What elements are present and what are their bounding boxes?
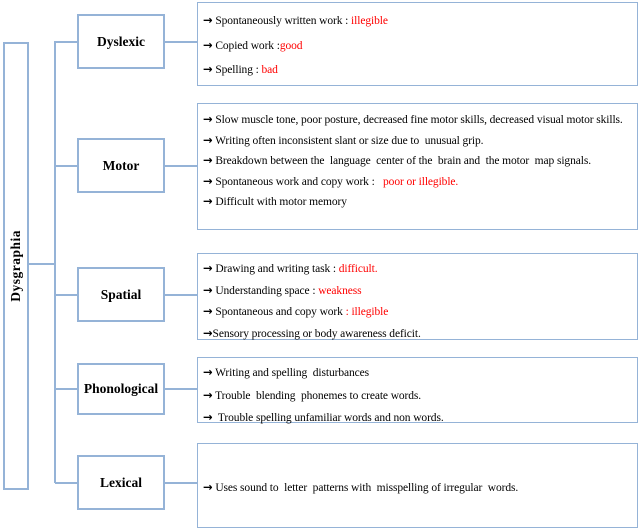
detail-text: Writing and spelling disturbances <box>212 367 370 379</box>
highlighted-text: poor or illegible. <box>383 175 459 188</box>
category-box-dyslexic: Dyslexic <box>77 14 165 69</box>
detail-connector-spatial <box>165 294 197 296</box>
detail-text: Spontaneously written work : <box>212 15 352 27</box>
detail-box-spatial: → Drawing and writing task : difficult.→… <box>197 253 638 340</box>
arrow-icon: → <box>203 13 213 27</box>
category-box-lexical: Lexical <box>77 455 165 510</box>
arrow-icon: → <box>203 325 213 340</box>
highlighted-text: illegible <box>351 15 388 27</box>
detail-item: → Uses sound to letter patterns with mis… <box>203 479 633 496</box>
detail-box-phonological: → Writing and spelling disturbances→ Tro… <box>197 357 638 426</box>
branch-connector-phonological <box>55 388 77 390</box>
detail-item: → Spelling : bad <box>203 62 633 78</box>
detail-text: Difficult with motor memory <box>212 196 347 209</box>
detail-text: Uses sound to letter patterns with missp… <box>212 481 519 494</box>
detail-text: Spontaneous work and copy work : <box>212 175 384 188</box>
arrow-icon: → <box>203 304 213 319</box>
branch-connector-lexical <box>55 482 77 484</box>
detail-list-lexical: → Uses sound to letter patterns with mis… <box>203 479 633 496</box>
detail-text: Spelling : <box>212 64 262 77</box>
detail-list-spatial: → Drawing and writing task : difficult.→… <box>203 261 633 342</box>
arrow-icon: → <box>203 37 213 52</box>
category-label-spatial: Spatial <box>100 286 142 302</box>
category-label-motor: Motor <box>102 157 140 173</box>
detail-item: → Spontaneously written work : illegible <box>203 13 633 29</box>
highlighted-text: good <box>279 39 303 52</box>
detail-box-dyslexic: → Spontaneously written work : illegible… <box>197 2 638 86</box>
detail-text: Drawing and writing task : <box>212 263 339 275</box>
detail-connector-dyslexic <box>165 41 197 43</box>
arrow-icon: → <box>203 410 213 425</box>
arrow-icon: → <box>203 173 213 188</box>
detail-list-phonological: → Writing and spelling disturbances→ Tro… <box>203 365 633 426</box>
detail-box-lexical: → Uses sound to letter patterns with mis… <box>197 443 638 528</box>
highlighted-text: difficult. <box>338 263 378 275</box>
arrow-icon: → <box>203 261 213 275</box>
detail-text: Slow muscle tone, poor posture, decrease… <box>212 114 623 126</box>
highlighted-text: bad <box>261 64 278 77</box>
detail-item: → Trouble spelling unfamiliar words and … <box>203 410 633 426</box>
branch-connector-motor <box>55 165 77 167</box>
detail-item: → Spontaneous and copy work : illegible <box>203 304 633 320</box>
detail-connector-motor <box>165 165 197 167</box>
detail-list-motor: → Slow muscle tone, poor posture, decrea… <box>203 112 633 210</box>
tree-spine-line <box>54 41 56 483</box>
detail-item: → Difficult with motor memory <box>203 194 633 210</box>
detail-item: → Writing often inconsistent slant or si… <box>203 132 633 149</box>
arrow-icon: → <box>203 194 213 209</box>
arrow-icon: → <box>203 387 213 402</box>
detail-item: → Spontaneous work and copy work : poor … <box>203 173 633 190</box>
detail-item: → Breakdown between the language center … <box>203 153 633 169</box>
arrow-icon: → <box>203 62 213 77</box>
arrow-icon: → <box>203 112 213 126</box>
detail-text: Writing often inconsistent slant or size… <box>212 134 484 147</box>
category-label-dyslexic: Dyslexic <box>97 33 145 49</box>
detail-item: → Understanding space : weakness <box>203 282 633 299</box>
detail-text: Copied work : <box>212 39 280 52</box>
detail-text: Trouble spelling unfamiliar words and no… <box>212 412 444 425</box>
detail-item: →Sensory processing or body awareness de… <box>203 325 633 342</box>
branch-connector-dyslexic <box>55 41 77 43</box>
arrow-icon: → <box>203 365 213 379</box>
detail-box-motor: → Slow muscle tone, poor posture, decrea… <box>197 103 638 230</box>
detail-text: Sensory processing or body awareness def… <box>212 327 421 340</box>
detail-text: Spontaneous and copy work <box>212 306 346 319</box>
arrow-icon: → <box>203 153 213 168</box>
arrow-icon: → <box>203 132 213 147</box>
category-label-phonological: Phonological <box>83 381 159 396</box>
detail-item: → Trouble blending phonemes to create wo… <box>203 387 633 404</box>
detail-item: → Slow muscle tone, poor posture, decrea… <box>203 112 633 128</box>
detail-item: → Writing and spelling disturbances <box>203 365 633 381</box>
category-label-lexical: Lexical <box>100 474 142 490</box>
detail-item: → Copied work :good <box>203 37 633 54</box>
arrow-icon: → <box>203 282 213 297</box>
arrow-icon: → <box>203 479 213 494</box>
branch-connector-spatial <box>55 294 77 296</box>
detail-connector-phonological <box>165 388 197 390</box>
detail-text: Trouble blending phonemes to create word… <box>212 389 422 402</box>
detail-list-dyslexic: → Spontaneously written work : illegible… <box>203 13 633 78</box>
root-connector-line <box>28 263 54 265</box>
category-box-motor: Motor <box>77 138 165 193</box>
detail-text: Understanding space : <box>212 284 319 297</box>
detail-text: Breakdown between the language center of… <box>212 155 591 168</box>
highlighted-text: : illegible <box>345 306 389 319</box>
detail-item: → Drawing and writing task : difficult. <box>203 261 633 277</box>
highlighted-text: weakness <box>318 284 362 297</box>
root-node-label: Dysgraphia <box>8 230 23 302</box>
category-box-phonological: Phonological <box>77 363 165 415</box>
detail-connector-lexical <box>165 482 197 484</box>
root-node-dysgraphia: Dysgraphia <box>3 42 29 490</box>
category-box-spatial: Spatial <box>77 267 165 322</box>
